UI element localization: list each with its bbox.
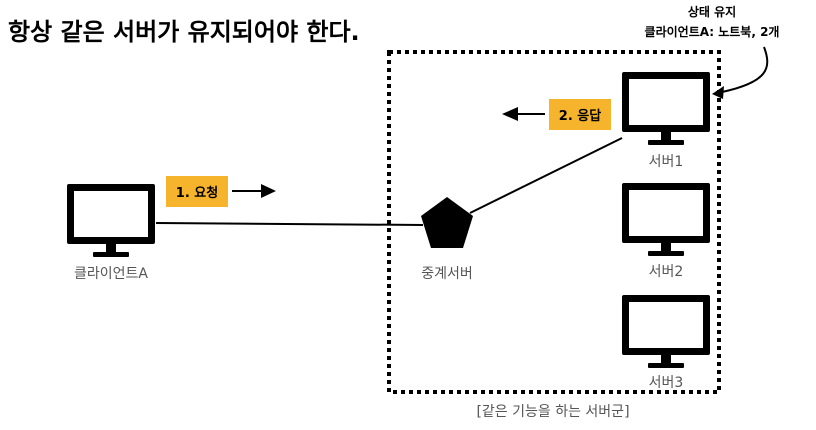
server1-label: 서버1 bbox=[649, 154, 684, 170]
response-tag-label: 2. 응답 bbox=[559, 109, 601, 124]
note-pointer-arrow bbox=[721, 46, 769, 93]
client-label: 클라이언트A bbox=[74, 266, 148, 282]
server-group-box bbox=[387, 50, 721, 394]
server1-monitor-icon bbox=[622, 72, 710, 145]
request-tag bbox=[166, 176, 228, 207]
state-note-detail: 클라이언트A: 노트북, 2개 bbox=[645, 24, 780, 39]
proxy-server-icon bbox=[421, 197, 473, 248]
client-to-proxy-line bbox=[155, 222, 424, 226]
page-title: 항상 같은 서버가 유지되어야 한다. bbox=[8, 18, 360, 46]
response-tag bbox=[549, 99, 611, 130]
server-group-label: [같은 기능을 하는 서버군] bbox=[476, 404, 629, 420]
state-note-title: 상태 유지 bbox=[688, 4, 736, 19]
request-arrow-head bbox=[261, 184, 276, 198]
server2-label: 서버2 bbox=[649, 264, 684, 280]
proxy-to-server1-line bbox=[469, 137, 623, 214]
request-tag-label: 1. 요청 bbox=[176, 185, 218, 201]
server3-monitor-icon bbox=[622, 295, 710, 368]
server3-label: 서버3 bbox=[649, 375, 684, 391]
server2-monitor-icon bbox=[622, 183, 710, 256]
response-arrow-head bbox=[502, 107, 518, 121]
client-monitor-icon bbox=[67, 184, 155, 257]
proxy-label: 중계서버 bbox=[421, 266, 473, 282]
